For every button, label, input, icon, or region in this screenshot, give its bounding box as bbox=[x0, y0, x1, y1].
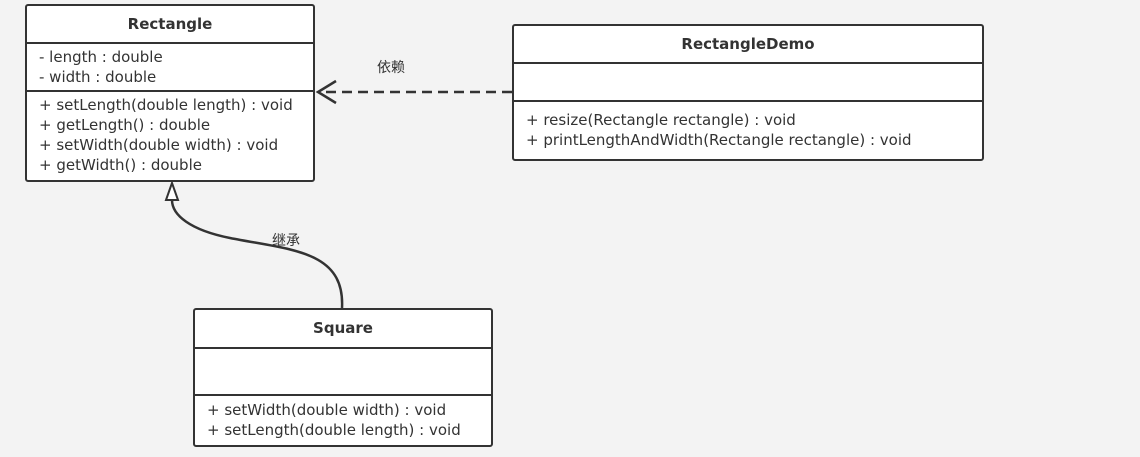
method: + setWidth(double width) : void bbox=[39, 136, 279, 154]
methods-section: + resize(Rectangle rectangle) : void + p… bbox=[514, 102, 982, 150]
method: + setLength(double length) : void bbox=[39, 96, 293, 114]
method: + resize(Rectangle rectangle) : void bbox=[526, 111, 796, 129]
class-name: Rectangle bbox=[27, 6, 313, 44]
dependency-label: 依赖 bbox=[377, 60, 405, 76]
class-rectangle-demo[interactable]: RectangleDemo + resize(Rectangle rectang… bbox=[512, 24, 984, 161]
dependency-arrowhead bbox=[315, 79, 337, 105]
methods-section: + setLength(double length) : void + getL… bbox=[27, 92, 313, 175]
attribute: - length : double bbox=[39, 48, 163, 66]
class-name: RectangleDemo bbox=[514, 26, 982, 64]
inheritance-label: 继承 bbox=[272, 233, 300, 249]
attributes-section bbox=[195, 349, 491, 396]
method: + setWidth(double width) : void bbox=[207, 401, 447, 419]
attribute: - width : double bbox=[39, 68, 157, 86]
class-rectangle[interactable]: Rectangle - length : double - width : do… bbox=[25, 4, 315, 182]
class-square[interactable]: Square + setWidth(double width) : void +… bbox=[193, 308, 493, 447]
method: + setLength(double length) : void bbox=[207, 421, 461, 439]
method: + printLengthAndWidth(Rectangle rectangl… bbox=[526, 131, 912, 149]
inheritance-arrowhead bbox=[164, 179, 180, 201]
inheritance-line bbox=[170, 199, 344, 309]
method: + getLength() : double bbox=[39, 116, 211, 134]
methods-section: + setWidth(double width) : void + setLen… bbox=[195, 396, 491, 440]
method: + getWidth() : double bbox=[39, 156, 202, 174]
attributes-section: - length : double - width : double bbox=[27, 44, 313, 92]
attributes-section bbox=[514, 64, 982, 102]
class-name: Square bbox=[195, 310, 491, 349]
